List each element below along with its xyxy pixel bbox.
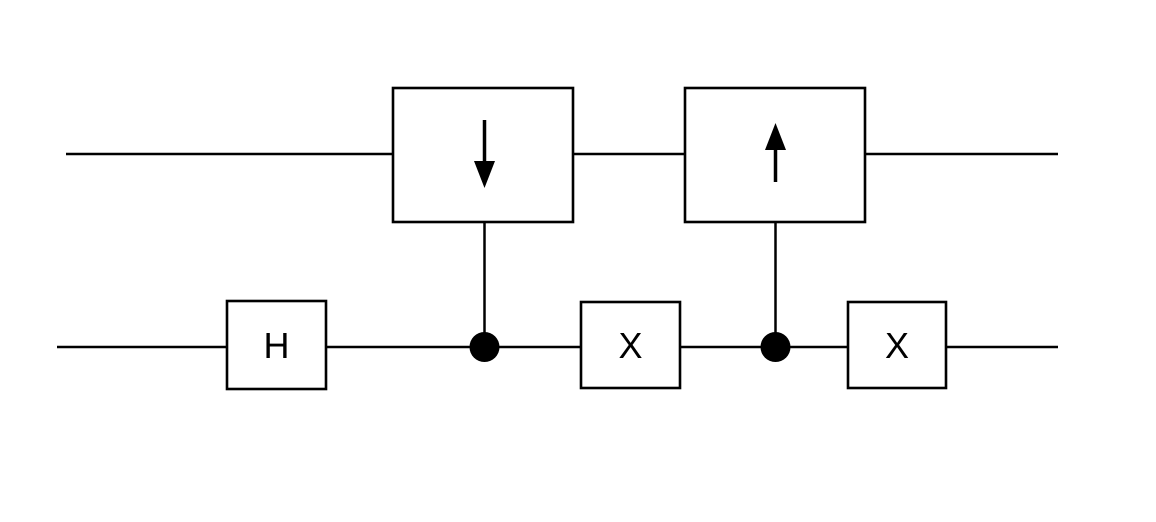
controlled-up-gate (683, 86, 867, 362)
hadamard-gate: H (225, 299, 328, 391)
hadamard-gate-label: H (264, 325, 290, 366)
x-gate-2-label: X (885, 325, 909, 366)
x-gate-2: X (846, 300, 948, 390)
control-dot-down-gate (469, 332, 500, 362)
x-gate-2-box (846, 300, 948, 390)
controlled-down-gate (391, 86, 575, 362)
x-gate-1-box (579, 300, 682, 390)
up-arrow-icon (765, 123, 786, 182)
control-dot-up-gate (760, 332, 791, 362)
down-arrow-icon (474, 120, 495, 188)
x-gate-1-label: X (618, 325, 642, 366)
x-gate-1: X (579, 300, 682, 390)
hadamard-gate-box (225, 299, 328, 391)
